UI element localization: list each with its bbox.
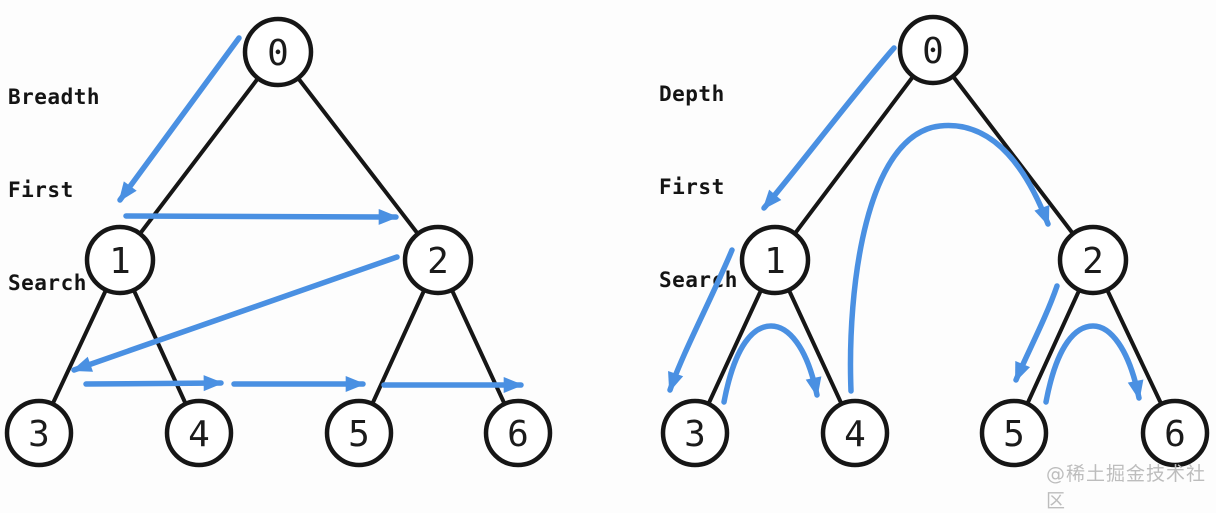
traversal-arrows-layer	[71, 35, 1144, 405]
tree-node-label-bfs-4: 4	[188, 414, 210, 455]
watermark: @稀土掘金技术社区	[1046, 463, 1207, 512]
tree-node-bfs-3	[4, 398, 74, 468]
tree-node-label-bfs-2: 2	[427, 241, 449, 282]
traversal-arrow-dfs-5-to-6	[1043, 323, 1144, 405]
traversal-arrow-dfs-1-to-3	[667, 247, 735, 393]
tree-edge-dfs-0-1	[773, 48, 935, 262]
tree-edge-dfs-0-2	[931, 48, 1095, 262]
tree-node-bfs-5	[324, 398, 394, 468]
tree-node-dfs-2	[1057, 224, 1129, 296]
bfs-title-line-1: Breadth	[8, 85, 101, 109]
traversal-arrow-bfs-0-to-1	[117, 35, 242, 203]
tree-node-label-bfs-6: 6	[507, 414, 529, 455]
tree-node-label-dfs-1: 1	[764, 241, 786, 282]
tree-edges-layer	[37, 48, 1177, 435]
traversal-arrow-dfs-3-to-4	[721, 323, 822, 405]
tree-nodes-layer: 0 1 2 3 4 5 6 0 1 2 3 4 5 6	[4, 14, 1210, 468]
tree-node-label-dfs-6: 6	[1164, 414, 1186, 455]
tree-node-label-dfs-5: 5	[1003, 414, 1025, 455]
tree-node-label-bfs-3: 3	[28, 414, 50, 455]
tree-node-label-dfs-3: 3	[684, 414, 706, 455]
tree-edge-bfs-0-2	[276, 50, 440, 262]
tree-node-bfs-1	[84, 224, 156, 296]
dfs-title: Depth First Search	[659, 17, 738, 358]
tree-node-dfs-6	[1140, 398, 1210, 468]
tree-node-bfs-2	[402, 224, 474, 296]
traversal-arrow-dfs-4-to-2	[847, 122, 1051, 394]
tree-node-label-dfs-2: 2	[1082, 241, 1104, 282]
bfs-title: Breadth First Search	[8, 20, 100, 361]
traversal-arrow-bfs-1-to-2	[123, 208, 399, 225]
tree-node-dfs-4	[820, 398, 890, 468]
tree-node-label-bfs-0: 0	[267, 33, 289, 74]
tree-node-bfs-6	[483, 398, 553, 468]
tree-node-label-dfs-4: 4	[844, 414, 866, 455]
tree-node-bfs-4	[164, 398, 234, 468]
traversal-arrow-dfs-2-to-5	[1013, 283, 1060, 383]
dfs-title-line-1: Depth	[659, 82, 725, 106]
diagram-canvas: Breadth First Search Depth First Search …	[4, 14, 1210, 512]
traversal-arrow-bfs-2-to-3	[71, 254, 400, 373]
tree-node-label-bfs-5: 5	[348, 414, 370, 455]
traversal-arrow-bfs-3-to-4	[83, 375, 224, 392]
tree-node-dfs-3	[660, 398, 730, 468]
tree-edge-bfs-0-1	[118, 50, 280, 262]
tree-node-label-bfs-1: 1	[109, 241, 131, 282]
tree-node-dfs-0	[897, 14, 969, 86]
bfs-title-line-3: Search	[8, 271, 87, 295]
tree-node-dfs-5	[979, 398, 1049, 468]
bfs-title-line-2: First	[8, 178, 74, 202]
tree-node-label-dfs-0: 0	[922, 31, 944, 72]
traversal-arrow-dfs-0-to-1	[761, 45, 897, 211]
dfs-title-line-2: First	[659, 175, 725, 199]
tree-node-bfs-0	[242, 16, 314, 88]
tree-node-dfs-1	[739, 224, 811, 296]
tree-traversal-diagram: 0 1 2 3 4 5 6 0 1 2 3 4 5 6	[4, 14, 1210, 468]
